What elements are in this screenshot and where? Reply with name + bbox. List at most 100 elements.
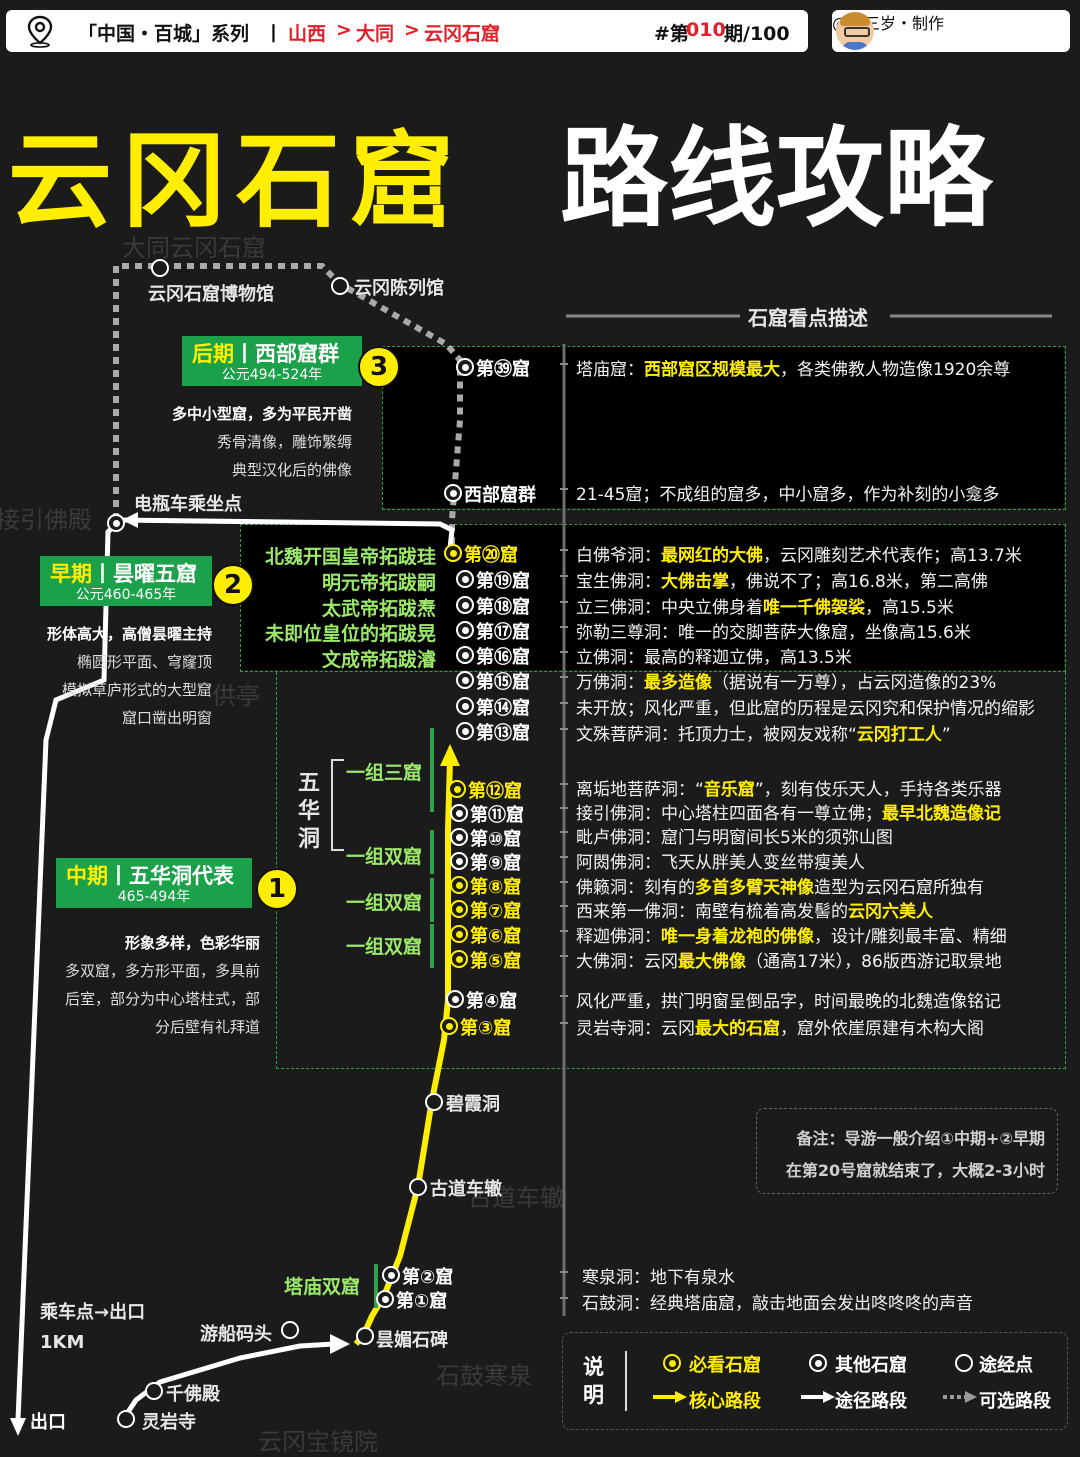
cave-node[interactable] xyxy=(448,780,466,798)
cave-description: 西来第一佛洞：南壁有梳着高发髻的云冈六美人 xyxy=(576,902,933,922)
cave-label[interactable]: 第④窟 xyxy=(466,991,518,1012)
cave-label[interactable]: 第⑧窟 xyxy=(470,877,522,898)
period-badge-2: 2 xyxy=(212,564,254,606)
period-years: 公元494-524年 xyxy=(221,367,323,383)
cave-label[interactable]: 第⑭窟 xyxy=(476,698,530,719)
cave-label[interactable]: 第⑯窟 xyxy=(476,647,530,668)
cave-label[interactable]: 第⑮窟 xyxy=(476,672,530,693)
cave-node[interactable] xyxy=(456,646,474,664)
stop-node-qianfo[interactable] xyxy=(145,1382,163,1400)
stop-node-lingyan[interactable] xyxy=(117,1410,135,1428)
cave-label[interactable]: 第⑲窟 xyxy=(476,571,530,592)
cave-description: 寒泉洞：地下有泉水 xyxy=(582,1268,735,1288)
cave-node[interactable] xyxy=(450,804,468,822)
cave-description: 释迦佛洞：唯一身着龙袍的佛像，设计/雕刻最丰富、精细 xyxy=(576,927,1007,947)
cave-node[interactable] xyxy=(450,900,468,918)
cave-label[interactable]: 第⑱窟 xyxy=(476,597,530,618)
header-separator: 丨 xyxy=(264,23,284,45)
passage-route xyxy=(121,1341,335,1420)
stop-gudao[interactable]: 古道车辙 xyxy=(430,1179,502,1200)
period-note: 多双窟，多方形平面，多具前 xyxy=(64,962,260,980)
cave-label[interactable]: 西部窟群 xyxy=(464,485,536,506)
group-bar xyxy=(430,878,434,922)
cave-label[interactable]: 第⑫窟 xyxy=(468,781,522,802)
stop-node-bixia[interactable] xyxy=(425,1093,443,1111)
cave-node[interactable] xyxy=(444,544,462,562)
stop-qianfo[interactable]: 千佛殿 xyxy=(166,1384,220,1405)
cave-description: 毗卢佛洞：窟门与明窗间长5米的须弥山图 xyxy=(576,828,893,848)
cave-node[interactable] xyxy=(382,1266,400,1284)
cave-node[interactable] xyxy=(450,876,468,894)
series-header-bar: 「中国・百城」系列 丨 山西 > 大同 > 云冈石窟 #第 010 期/100 xyxy=(6,10,808,52)
axis-tick xyxy=(560,783,568,785)
map-label: 古道车辙 xyxy=(468,1184,564,1212)
cave-node[interactable] xyxy=(376,1290,394,1308)
cave-node[interactable] xyxy=(456,621,474,639)
cave-description: 风化严重，拱门明窗呈倒品字，时间最晚的北魏造像铭记 xyxy=(576,992,1001,1012)
period-note: 形体高大，高僧昙曜主持 xyxy=(46,625,212,643)
legend-must-icon xyxy=(663,1354,681,1372)
stop-lingyan[interactable]: 灵岩寺 xyxy=(142,1412,196,1433)
cave-label[interactable]: 第②窟 xyxy=(402,1267,454,1288)
axis-tick xyxy=(560,955,568,957)
route-arrow xyxy=(122,512,138,528)
cave-node[interactable] xyxy=(456,671,474,689)
cave-label[interactable]: 第⑪窟 xyxy=(470,805,524,826)
cave-label[interactable]: 第⑩窟 xyxy=(470,829,522,850)
axis-tick xyxy=(560,856,568,858)
stop-node-tanyao-stele[interactable] xyxy=(356,1327,374,1345)
cave-label[interactable]: 第⑦窟 xyxy=(470,901,522,922)
stop-ebike[interactable]: 电瓶车乘坐点 xyxy=(134,494,242,515)
cave-label[interactable]: 第⑨窟 xyxy=(470,853,522,874)
breadcrumb-site[interactable]: 云冈石窟 xyxy=(424,23,501,45)
stop-bixia[interactable]: 碧霞洞 xyxy=(446,1094,500,1115)
cave-node[interactable] xyxy=(456,596,474,614)
series-name: 「中国・百城」系列 xyxy=(78,23,250,45)
cave-label[interactable]: 第⑥窟 xyxy=(470,926,522,947)
early-caves-panel xyxy=(240,524,1064,670)
cave-node[interactable] xyxy=(456,570,474,588)
cave-node[interactable] xyxy=(450,950,468,968)
cave-node[interactable] xyxy=(450,828,468,846)
cave-label[interactable]: 第⑤窟 xyxy=(470,951,522,972)
axis-tick xyxy=(560,601,568,603)
legend-core-arrow-icon xyxy=(653,1391,687,1403)
cave-label[interactable]: 第①窟 xyxy=(396,1291,448,1312)
axis-tick xyxy=(560,575,568,577)
breadcrumb-city[interactable]: 大同 xyxy=(356,23,395,45)
stop-dock[interactable]: 游船码头 xyxy=(200,1324,272,1345)
stop-tanyao-stele[interactable]: 昙媚石碑 xyxy=(376,1330,448,1351)
axis-tick xyxy=(560,549,568,551)
cave-label[interactable]: 第㊴窟 xyxy=(476,359,530,380)
cave-node[interactable] xyxy=(444,484,462,502)
cave-node[interactable] xyxy=(456,358,474,376)
stop-node-exhibit[interactable] xyxy=(331,277,349,295)
cave-label[interactable]: 第⑳窟 xyxy=(464,545,518,566)
breadcrumb-province[interactable]: 山西 xyxy=(288,23,327,45)
period-label: 中期 xyxy=(66,864,108,888)
axis-tick xyxy=(560,905,568,907)
cave-node[interactable] xyxy=(446,990,464,1008)
cave-label[interactable]: 第⑬窟 xyxy=(476,723,530,744)
stop-node-museum[interactable] xyxy=(151,259,169,277)
cave-node[interactable] xyxy=(456,722,474,740)
avatar xyxy=(836,12,874,50)
stop-node-dock[interactable] xyxy=(281,1321,299,1339)
cave-label[interactable]: 第⑰窟 xyxy=(476,622,530,643)
period-note: 椭圆形平面、穹窿顶 xyxy=(76,653,212,671)
cave-description: 弥勒三尊洞：唯一的交脚菩萨大像窟，坐像高15.6米 xyxy=(576,623,971,643)
axis-tick xyxy=(560,676,568,678)
stop-node-ebike[interactable] xyxy=(107,514,125,532)
cave-node[interactable] xyxy=(450,925,468,943)
axis-tick xyxy=(560,626,568,628)
cave-label[interactable]: 第③窟 xyxy=(460,1018,512,1039)
stop-exhibit[interactable]: 云冈陈列馆 xyxy=(354,278,444,299)
cave-node[interactable] xyxy=(450,852,468,870)
stop-exit[interactable]: 出口 xyxy=(30,1412,66,1433)
optional-route xyxy=(113,263,463,548)
stop-museum[interactable]: 云冈石窟博物馆 xyxy=(148,284,274,305)
legend-route-arrow-icon xyxy=(801,1391,835,1403)
cave-node[interactable] xyxy=(440,1017,458,1035)
stop-node-gudao[interactable] xyxy=(409,1178,427,1196)
cave-node[interactable] xyxy=(456,697,474,715)
